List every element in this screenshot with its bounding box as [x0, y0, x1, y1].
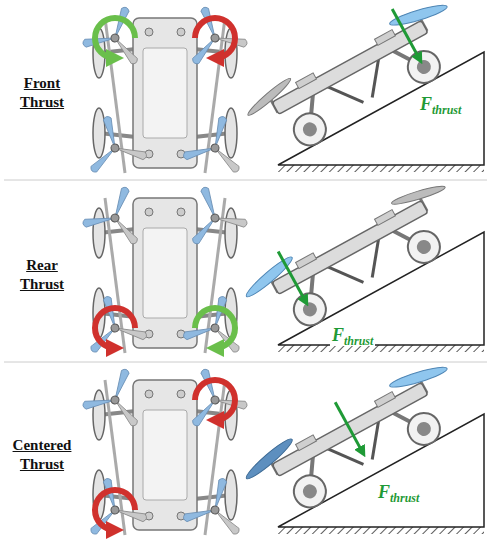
force-subscript: thrust [390, 491, 419, 505]
thrust-arrow [392, 9, 420, 60]
rotation-arrow [195, 380, 235, 420]
rotation-arrow [195, 18, 235, 58]
row-divider [4, 180, 487, 181]
rear-thrust-row [77, 166, 484, 355]
active-propeller [388, 364, 448, 391]
rotation-arrow [95, 490, 135, 530]
active-propeller [243, 436, 295, 483]
force-subscript: thrust [344, 334, 373, 348]
slope [278, 414, 484, 527]
row-heading: Rear Thrust [4, 256, 80, 294]
rotation-arrow [195, 308, 235, 348]
centered-thrust-row [77, 347, 484, 537]
thrust-arrow [335, 402, 363, 453]
slope [278, 232, 484, 345]
force-label: Fthrust [418, 94, 463, 115]
ground-hatch [278, 165, 484, 172]
force-symbol: F [332, 325, 344, 345]
slope [278, 52, 484, 165]
rotation-arrow [95, 18, 135, 58]
active-propeller [243, 254, 295, 301]
thrust-arrow [278, 251, 306, 302]
force-symbol: F [420, 94, 432, 114]
row-divider [4, 362, 487, 363]
row-heading: Centered Thrust [4, 436, 80, 474]
ground-hatch [278, 345, 484, 352]
row-title: Front Thrust [4, 74, 80, 112]
row-title: Rear Thrust [4, 256, 80, 294]
force-label: Fthrust [330, 325, 375, 346]
row-title: Centered Thrust [4, 436, 80, 474]
row-heading: Front Thrust [4, 74, 80, 112]
ground-hatch [278, 527, 484, 534]
force-label: Fthrust [376, 482, 421, 503]
force-subscript: thrust [432, 103, 461, 117]
force-symbol: F [378, 482, 390, 502]
front-thrust-row [77, 0, 484, 175]
rotation-arrow [95, 308, 135, 348]
